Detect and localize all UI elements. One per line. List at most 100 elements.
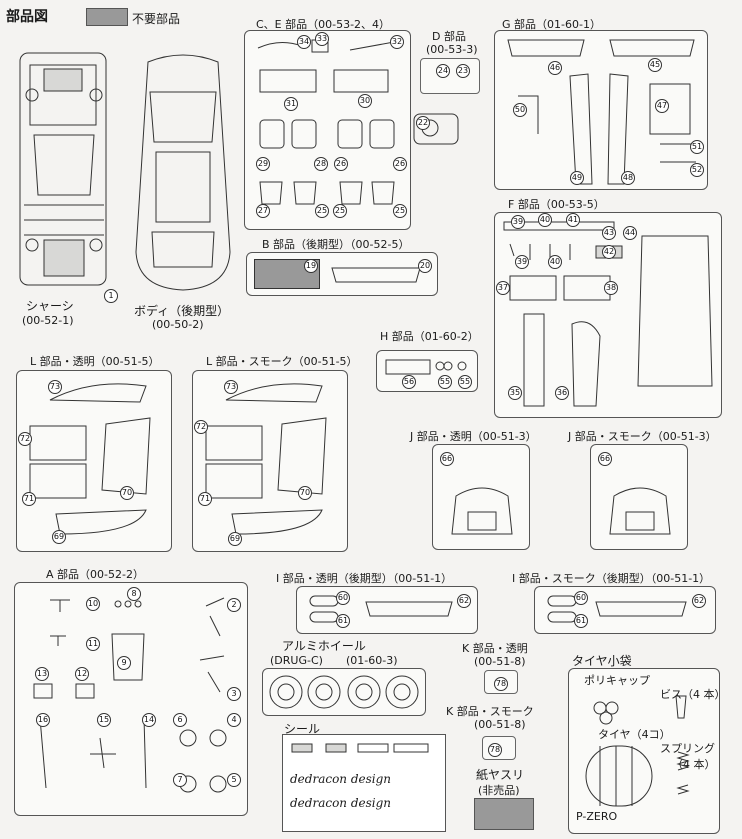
ce-title: C、E 部品（00-53-2、4） — [256, 18, 391, 31]
d-title: D 部品 — [432, 30, 466, 43]
tire-bag-title: タイヤ小袋 — [572, 654, 632, 668]
part-number: 62 — [457, 594, 471, 608]
part-number: 71 — [22, 492, 36, 506]
jsmoke-title: J 部品・スモーク（00-51-3） — [568, 430, 717, 443]
spring-qty-label: （4 本） — [672, 758, 716, 771]
part-number: 40 — [548, 255, 562, 269]
part-number: 72 — [194, 420, 208, 434]
part-number: 51 — [690, 140, 704, 154]
body-code: (00-50-2) — [152, 318, 204, 331]
part-number: 30 — [358, 94, 372, 108]
part-number: 25 — [393, 204, 407, 218]
chassis-name: シャーシ — [26, 299, 74, 313]
lsmoke-frame — [192, 370, 348, 552]
part-number: 69 — [228, 532, 242, 546]
d-frame — [420, 58, 480, 94]
part-number: 34 — [297, 35, 311, 49]
wheel-code: (01-60-3) — [346, 654, 398, 667]
part-number: 1 — [104, 289, 118, 303]
part-number: 52 — [690, 163, 704, 177]
part-number: 31 — [284, 97, 298, 111]
ismoke-parts — [547, 595, 687, 623]
part-number: 24 — [436, 64, 450, 78]
part-number: 45 — [648, 58, 662, 72]
part-number: 12 — [75, 667, 89, 681]
jsmoke-frame — [590, 444, 688, 550]
part-number: 2 — [227, 598, 241, 612]
sandpaper-note: (非売品) — [478, 784, 520, 797]
a-parts — [33, 597, 227, 793]
chassis-code: (00-52-1) — [22, 314, 74, 327]
part-number: 38 — [604, 281, 618, 295]
lclear-title: L 部品・透明（00-51-5） — [30, 355, 160, 368]
part-number: 60 — [574, 591, 588, 605]
part-number: 49 — [570, 171, 584, 185]
part-number: 72 — [18, 432, 32, 446]
tire-bag-frame — [568, 668, 720, 834]
part-number: 39 — [511, 215, 525, 229]
iclear-title: I 部品・透明（後期型）（00-51-1） — [276, 572, 453, 585]
polycap-label: ポリキャップ — [584, 674, 650, 687]
part-number: 14 — [142, 713, 156, 727]
part-number: 15 — [97, 713, 111, 727]
part-number: 47 — [655, 99, 669, 113]
legend-label: 不要部品 — [132, 12, 181, 26]
part-number: 55 — [458, 375, 472, 389]
part-number: 66 — [440, 452, 454, 466]
part-number: 22 — [416, 116, 430, 130]
part-number: 20 — [418, 259, 432, 273]
sandpaper-swatch — [474, 798, 534, 830]
part-number: 13 — [35, 667, 49, 681]
part-number: 26 — [334, 157, 348, 171]
part-number: 16 — [36, 713, 50, 727]
a-frame — [14, 582, 248, 816]
part-number: 55 — [438, 375, 452, 389]
part-number: 6 — [173, 713, 187, 727]
lsmoke-parts — [205, 383, 327, 535]
part-number: 4 — [227, 713, 241, 727]
sandpaper-title: 紙ヤスリ — [476, 768, 525, 782]
part-number: 39 — [515, 255, 529, 269]
ksmoke-title: K 部品・スモーク — [446, 705, 534, 718]
decal-logo-2: dedracon design — [290, 796, 392, 810]
part-number: 60 — [336, 591, 350, 605]
part-number: 25 — [315, 204, 329, 218]
part-number: 37 — [496, 281, 510, 295]
wheel-title: アルミホイール — [282, 639, 366, 653]
wheel-name: (DRUG-C) — [270, 654, 323, 667]
wheel-parts — [269, 675, 419, 709]
ismoke-frame — [534, 586, 716, 634]
part-number: 9 — [117, 656, 131, 670]
part-number: 25 — [333, 204, 347, 218]
part-number: 73 — [224, 380, 238, 394]
h-parts — [385, 359, 467, 375]
part-number: 32 — [390, 35, 404, 49]
part-number: 33 — [315, 32, 329, 46]
iclear-parts — [309, 595, 453, 623]
iclear-frame — [296, 586, 478, 634]
jsmoke-part — [609, 487, 671, 535]
part-number: 41 — [566, 213, 580, 227]
lclear-frame — [16, 370, 172, 552]
part-number: 23 — [456, 64, 470, 78]
ce-parts — [257, 39, 395, 205]
part-number: 7 — [173, 773, 187, 787]
part-number: 5 — [227, 773, 241, 787]
decal-graphics — [291, 743, 429, 753]
part-number: 71 — [198, 492, 212, 506]
part-number: 36 — [555, 386, 569, 400]
h-title: H 部品（01-60-2） — [380, 330, 479, 343]
part-number: 3 — [227, 687, 241, 701]
part-number: 78 — [488, 743, 502, 757]
part-number: 66 — [598, 452, 612, 466]
a-title: A 部品（00-52-2） — [46, 568, 144, 581]
d-code: (00-53-3) — [426, 43, 478, 56]
part-number: 62 — [692, 594, 706, 608]
tire-bag-parts — [585, 695, 690, 807]
b-part-20 — [331, 267, 421, 283]
part-number: 26 — [393, 157, 407, 171]
part-number: 61 — [574, 614, 588, 628]
part-number: 19 — [304, 259, 318, 273]
part-number: 28 — [314, 157, 328, 171]
g-frame — [494, 30, 708, 190]
